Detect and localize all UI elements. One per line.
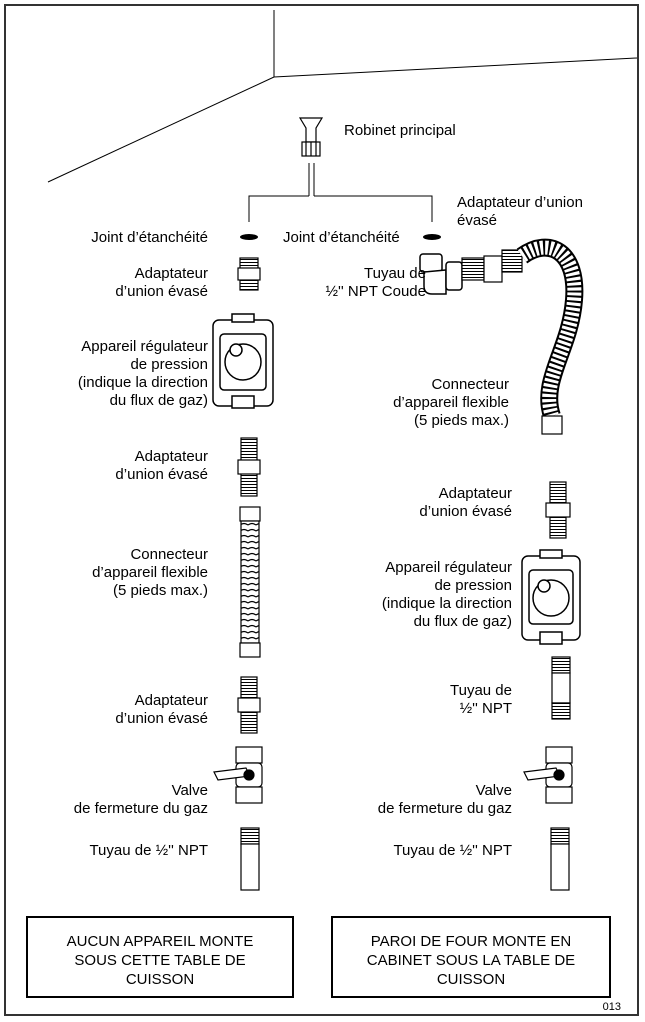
main-valve-label: Robinet principal (344, 122, 456, 139)
left-regulator-label: Appareil régulateur de pression (indique… (77, 338, 208, 409)
right-adapter-label: Adaptateur d’union évasé (419, 485, 512, 520)
right-shutoff-valve-label: Valve de fermeture du gaz (377, 782, 512, 817)
left-flex-connector-icon (239, 506, 261, 658)
right-pipe-icon (550, 827, 570, 891)
right-config-box: PAROI DE FOUR MONTE EN CABINET SOUS LA T… (331, 916, 611, 998)
elbow-pipe-label: Tuyau de ½'' NPT Coude (325, 265, 426, 300)
right-adapter-icon (545, 481, 571, 539)
diagram-frame (4, 4, 639, 1016)
right-flex-connector-label: Connecteur d’appareil flexible (5 pieds … (393, 376, 509, 429)
figure-number: 013 (602, 1001, 621, 1013)
left-shutoff-valve-icon (213, 746, 263, 804)
left-config-box: AUCUN APPAREIL MONTE SOUS CETTE TABLE DE… (26, 916, 294, 998)
left-flex-connector-label: Connecteur d’appareil flexible (5 pieds … (92, 546, 208, 599)
right-shutoff-valve-icon (523, 746, 573, 804)
seal-left-icon (240, 234, 258, 240)
wall-corner-lines (47, 10, 638, 183)
right-flex-connector-icon (461, 238, 584, 435)
top-right-adapter-label: Adaptateur d’union évasé (457, 194, 583, 229)
left-pipe-icon (240, 827, 260, 891)
seal-left-label: Joint d’étanchéité (91, 229, 208, 246)
left-pipe-label: Tuyau de ½'' NPT (89, 842, 208, 859)
right-pipe-npt-label: Tuyau de ½'' NPT (450, 682, 512, 717)
right-regulator-label: Appareil régulateur de pression (indique… (381, 559, 512, 630)
right-pipe-npt-icon (551, 656, 571, 720)
main-valve-icon (298, 117, 324, 157)
left-adapter-2-icon (237, 437, 261, 497)
left-regulator-icon (212, 313, 274, 409)
left-adapter-3-label: Adaptateur d’union évasé (115, 692, 208, 727)
left-adapter-1-icon (237, 257, 261, 291)
seal-right-label: Joint d’étanchéité (283, 229, 400, 246)
elbow-fitting-icon (419, 253, 463, 295)
seal-right-icon (423, 234, 441, 240)
left-adapter-2-label: Adaptateur d’union évasé (115, 448, 208, 483)
left-adapter-1-label: Adaptateur d’union évasé (115, 265, 208, 300)
left-shutoff-valve-label: Valve de fermeture du gaz (73, 782, 208, 817)
right-pipe-label: Tuyau de ½'' NPT (393, 842, 512, 859)
branch-lines (248, 163, 433, 222)
left-adapter-3-icon (237, 676, 261, 734)
right-regulator-icon (521, 549, 581, 645)
